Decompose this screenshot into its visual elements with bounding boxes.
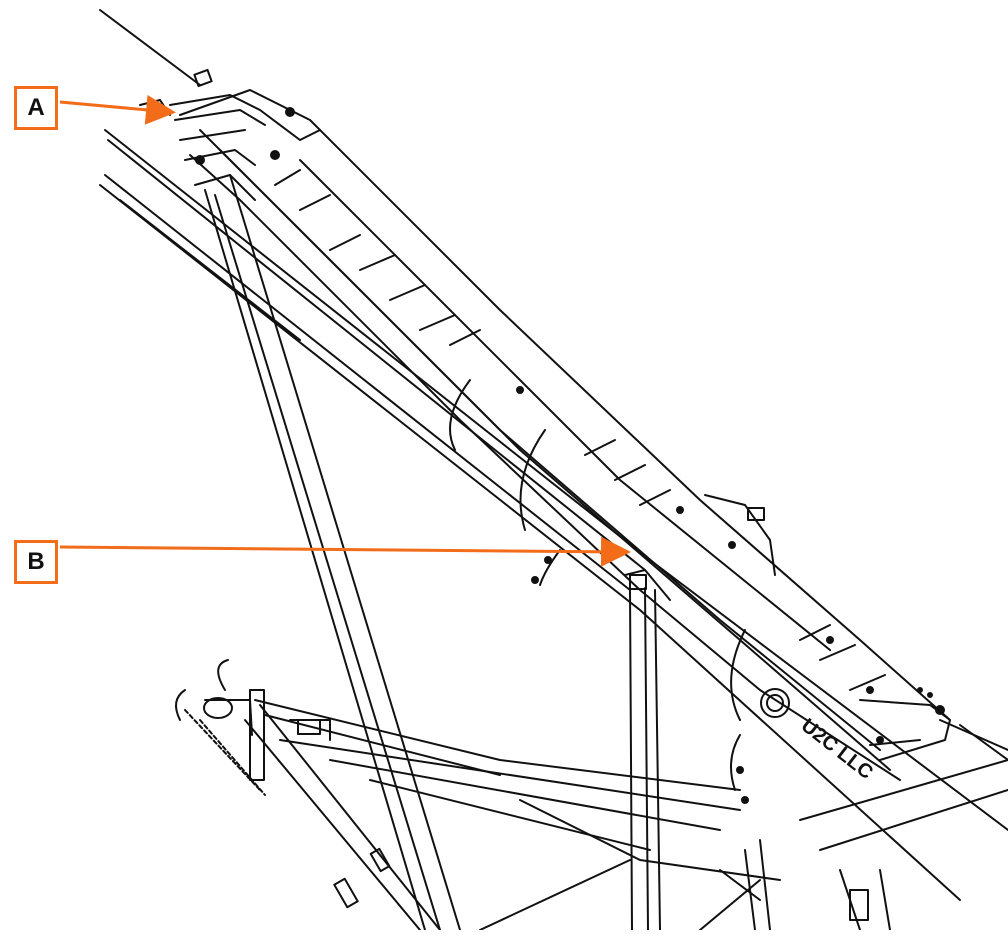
center-vertical-leg	[629, 587, 661, 931]
top-guide-line	[99, 9, 201, 86]
callout-label-a: A	[14, 86, 58, 130]
left-support-leg	[194, 174, 461, 931]
brand-logo	[760, 688, 790, 718]
support-leg-bracket	[624, 494, 776, 601]
callout-arrow-a	[59, 94, 176, 125]
conveyor-rungs	[274, 169, 886, 691]
callout-arrow-b	[59, 536, 631, 567]
hitch-tongue	[244, 704, 441, 931]
jack-and-chain	[175, 659, 266, 796]
callout-arrows	[59, 94, 631, 567]
end-plate	[859, 699, 951, 761]
tube-seams	[449, 379, 746, 791]
main-tube	[99, 129, 1008, 901]
conveyor-head	[139, 68, 321, 166]
trailer-frame	[254, 699, 1008, 931]
callout-label-b: B	[14, 540, 58, 584]
conveyor-trough	[179, 89, 1008, 781]
fastener-dots	[516, 386, 945, 804]
